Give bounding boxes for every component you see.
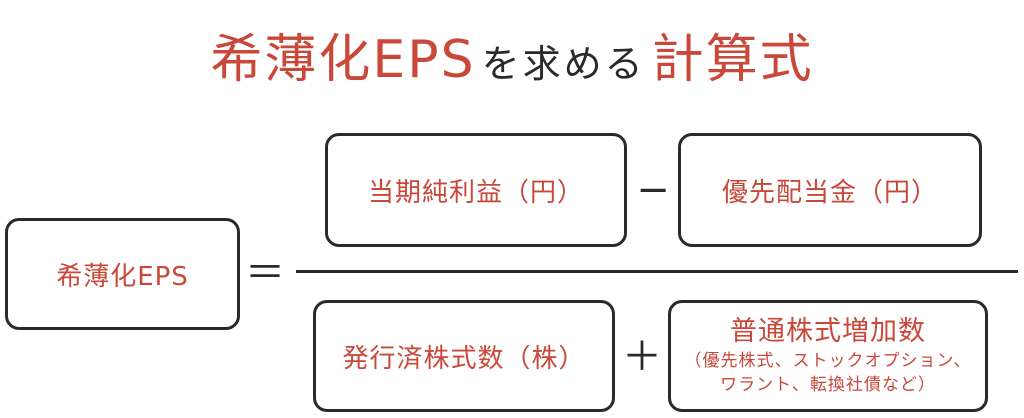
title-part-formula: 計算式 — [651, 30, 814, 90]
title-part-connector: を求める — [481, 42, 646, 86]
equals-sign: ＝ — [245, 250, 285, 296]
title-part-eps: 希薄化EPS — [210, 30, 476, 90]
preferred-dividend-box: 優先配当金（円） — [678, 133, 982, 247]
net-income-box: 当期純利益（円） — [325, 133, 627, 247]
diluted-eps-box: 希薄化EPS — [5, 218, 240, 330]
dilutive-shares-note-line2: ワラント、転換社債など） — [720, 375, 936, 395]
plus-sign: ＋ — [622, 334, 662, 380]
dilutive-shares-label: 普通株式増加数 — [730, 316, 926, 347]
dilutive-shares-note-line1: （優先株式、ストックオプション、 — [684, 351, 972, 371]
shares-outstanding-box: 発行済株式数（株） — [313, 300, 615, 412]
fraction-bar — [296, 270, 1018, 273]
minus-sign: − — [636, 167, 670, 213]
preferred-dividend-label: 優先配当金（円） — [721, 177, 938, 208]
shares-outstanding-label: 発行済株式数（株） — [342, 343, 586, 374]
net-income-label: 当期純利益（円） — [367, 177, 584, 208]
diluted-eps-label: 希薄化EPS — [56, 261, 189, 292]
dilutive-shares-box: 普通株式増加数 （優先株式、ストックオプション、 ワラント、転換社債など） — [668, 300, 988, 412]
